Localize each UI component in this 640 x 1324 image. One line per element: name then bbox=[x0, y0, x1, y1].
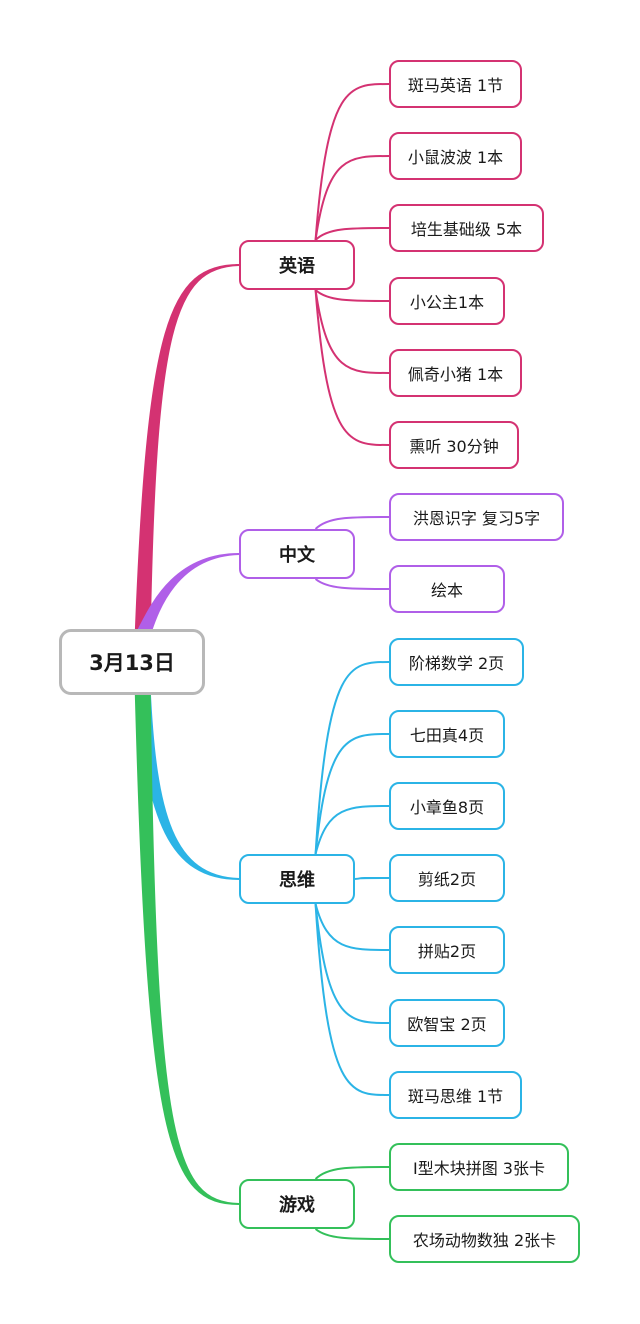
connector-english-1 bbox=[314, 83, 390, 241]
leaf-game-2[interactable]: 农场动物数独 2张卡 bbox=[389, 1215, 580, 1263]
connector-game-2 bbox=[314, 1228, 390, 1240]
connector-game-1 bbox=[314, 1166, 390, 1180]
leaf-chinese-2[interactable]: 绘本 bbox=[389, 565, 505, 613]
connector-thinking-4 bbox=[354, 877, 390, 880]
leaf-english-3[interactable]: 培生基础级 5本 bbox=[389, 204, 544, 252]
branch-english[interactable]: 英语 bbox=[239, 240, 355, 290]
branch-game[interactable]: 游戏 bbox=[239, 1179, 355, 1229]
branch-thinking[interactable]: 思维 bbox=[239, 854, 355, 904]
leaf-english-1[interactable]: 斑马英语 1节 bbox=[389, 60, 522, 108]
leaf-english-4[interactable]: 小公主1本 bbox=[389, 277, 505, 325]
leaf-english-5[interactable]: 佩奇小猪 1本 bbox=[389, 349, 522, 397]
leaf-thinking-5[interactable]: 拼贴2页 bbox=[389, 926, 505, 974]
connector-chinese-1 bbox=[314, 516, 390, 530]
leaf-thinking-2[interactable]: 七田真4页 bbox=[389, 710, 505, 758]
connector-chinese-2 bbox=[314, 578, 390, 590]
root-node[interactable]: 3月13日 bbox=[59, 629, 205, 695]
connector-english-5 bbox=[314, 289, 390, 374]
connector-english-2 bbox=[314, 155, 390, 241]
trunk-chinese bbox=[133, 553, 240, 636]
connector-english-3 bbox=[314, 227, 390, 241]
connector-thinking-6 bbox=[314, 903, 390, 1024]
connector-thinking-1 bbox=[314, 661, 390, 855]
leaf-english-2[interactable]: 小鼠波波 1本 bbox=[389, 132, 522, 180]
connector-thinking-5 bbox=[314, 903, 390, 951]
leaf-thinking-4[interactable]: 剪纸2页 bbox=[389, 854, 505, 902]
trunk-connectors bbox=[133, 264, 240, 1205]
leaf-chinese-1[interactable]: 洪恩识字 复习5字 bbox=[389, 493, 564, 541]
trunk-english bbox=[134, 264, 240, 636]
leaf-english-6[interactable]: 熏听 30分钟 bbox=[389, 421, 519, 469]
branch-chinese[interactable]: 中文 bbox=[239, 529, 355, 579]
trunk-game bbox=[134, 688, 240, 1205]
leaf-thinking-7[interactable]: 斑马思维 1节 bbox=[389, 1071, 522, 1119]
leaf-thinking-1[interactable]: 阶梯数学 2页 bbox=[389, 638, 524, 686]
connector-thinking-3 bbox=[314, 805, 390, 855]
leaf-thinking-3[interactable]: 小章鱼8页 bbox=[389, 782, 505, 830]
leaf-game-1[interactable]: I型木块拼图 3张卡 bbox=[389, 1143, 569, 1191]
connector-english-4 bbox=[314, 289, 390, 302]
branch-connectors bbox=[314, 83, 390, 1240]
connector-thinking-7 bbox=[314, 903, 390, 1096]
leaf-thinking-6[interactable]: 欧智宝 2页 bbox=[389, 999, 505, 1047]
connector-thinking-2 bbox=[314, 733, 390, 855]
connector-english-6 bbox=[314, 289, 390, 446]
